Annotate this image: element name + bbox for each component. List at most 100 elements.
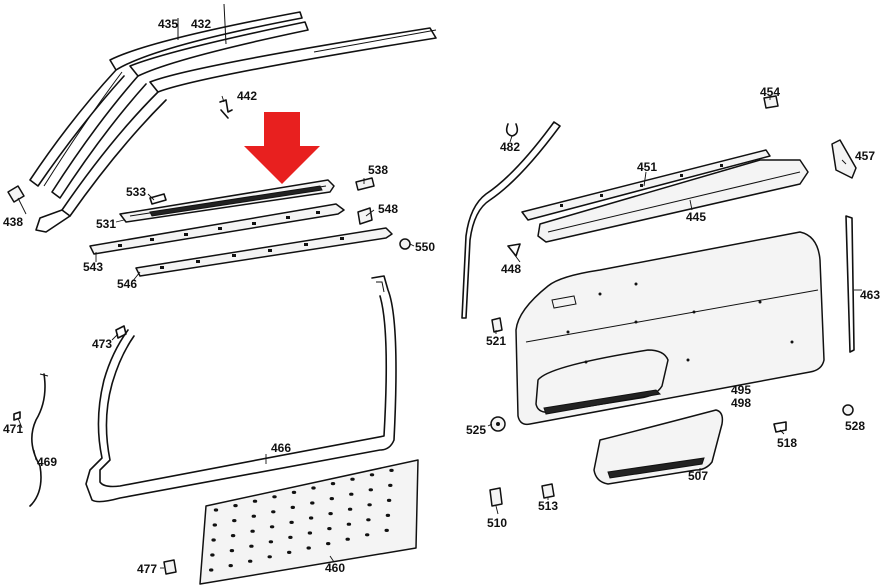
perforation-hole: [389, 468, 394, 472]
label-463: 463: [860, 288, 880, 302]
label-546: 546: [117, 277, 137, 291]
perforation-hole: [229, 549, 235, 553]
perforation-hole: [311, 486, 316, 490]
sill-rail-451[interactable]: [521, 149, 771, 221]
perforation-hole: [287, 550, 292, 555]
armrest-507[interactable]: [593, 409, 724, 485]
perforation-hole: [328, 511, 333, 516]
label-550: 550: [415, 240, 435, 254]
perforation-hole: [233, 504, 238, 508]
molding-543[interactable]: [89, 203, 345, 255]
perforation-hole: [367, 503, 372, 507]
clip-513[interactable]: [541, 483, 555, 499]
perforation-hole: [271, 510, 276, 514]
label-525: 525: [466, 423, 486, 437]
perforation-hole: [366, 518, 371, 522]
panel-sheet-460[interactable]: [199, 459, 419, 585]
label-510: 510: [487, 516, 507, 530]
perforation-hole: [267, 555, 272, 559]
perforation-hole: [232, 519, 237, 523]
perforation-hole: [349, 492, 354, 496]
label-513: 513: [538, 499, 558, 513]
perforation-hole: [345, 537, 350, 541]
perforation-hole: [327, 527, 332, 531]
perforation-hole: [365, 533, 370, 537]
perforation-hole: [329, 497, 334, 501]
perforation-hole: [385, 513, 391, 518]
label-442: 442: [237, 89, 257, 103]
perforation-hole: [310, 501, 315, 505]
clip-548[interactable]: [357, 207, 373, 225]
wire-469[interactable]: [29, 373, 49, 507]
perforation-hole: [209, 568, 214, 572]
perforation-hole: [326, 542, 331, 546]
label-460: 460: [325, 561, 345, 575]
perforation-hole: [384, 528, 389, 533]
clip-538[interactable]: [355, 177, 375, 191]
perforation-hole: [291, 490, 297, 494]
clip-533[interactable]: [149, 193, 167, 205]
label-457: 457: [855, 149, 875, 163]
label-432: 432: [191, 17, 211, 31]
perforation-hole: [251, 514, 256, 518]
perforation-hole: [252, 499, 258, 503]
label-473: 473: [92, 337, 112, 351]
label-518: 518: [777, 436, 797, 450]
grommet-528[interactable]: [842, 404, 854, 416]
label-538: 538: [368, 163, 388, 177]
perforation-hole: [350, 477, 355, 481]
perforation-hole: [230, 534, 236, 538]
clip-477[interactable]: [163, 559, 177, 575]
perforation-hole: [213, 508, 219, 512]
arrow-down-icon: [244, 112, 320, 184]
channel-463[interactable]: [845, 215, 855, 353]
label-543: 543: [83, 260, 103, 274]
perforation-hole: [248, 559, 253, 563]
perforation-hole: [386, 498, 392, 502]
perforation-hole: [272, 495, 277, 499]
part-438[interactable]: [7, 185, 25, 203]
molding-546[interactable]: [135, 227, 393, 277]
label-469: 469: [37, 455, 57, 469]
perforation-hole: [346, 522, 352, 526]
perforation-hole: [330, 482, 336, 486]
perforation-hole: [369, 473, 375, 477]
clip-518[interactable]: [773, 421, 787, 433]
handle-457[interactable]: [831, 139, 857, 179]
label-521: 521: [486, 334, 506, 348]
clip-521[interactable]: [491, 317, 503, 333]
label-533: 533: [126, 185, 146, 199]
perforation-hole: [368, 488, 373, 492]
label-477: 477: [137, 562, 157, 576]
roof-rail-432[interactable]: [29, 3, 437, 233]
window-sill-445[interactable]: [537, 159, 809, 243]
perforation-hole: [211, 538, 216, 542]
label-507: 507: [688, 469, 708, 483]
label-528: 528: [845, 419, 865, 433]
perforation-hole: [268, 540, 274, 544]
leader-lines: [17, 95, 862, 569]
label-448: 448: [501, 262, 521, 276]
door-seal-466[interactable]: [85, 275, 397, 503]
perforation-hole: [347, 507, 353, 511]
trim-strip-531[interactable]: [119, 179, 335, 223]
clip-510[interactable]: [489, 487, 503, 507]
label-438: 438: [3, 215, 23, 229]
perforation-hole: [388, 483, 393, 487]
fastener-525[interactable]: [490, 416, 506, 432]
clip-471[interactable]: [13, 411, 21, 421]
plug-550[interactable]: [399, 238, 411, 250]
perforation-hole: [228, 564, 233, 568]
clip-482[interactable]: [505, 123, 519, 137]
clip-454[interactable]: [763, 95, 779, 109]
label-482: 482: [500, 140, 520, 154]
perforation-hole: [306, 546, 311, 550]
window-channel-482[interactable]: [461, 121, 561, 319]
label-495: 495: [731, 383, 751, 397]
door-panel-495[interactable]: [515, 231, 825, 426]
clip-473[interactable]: [115, 325, 127, 339]
clip-442[interactable]: [219, 99, 233, 119]
label-548: 548: [378, 202, 398, 216]
clip-448[interactable]: [507, 243, 521, 257]
